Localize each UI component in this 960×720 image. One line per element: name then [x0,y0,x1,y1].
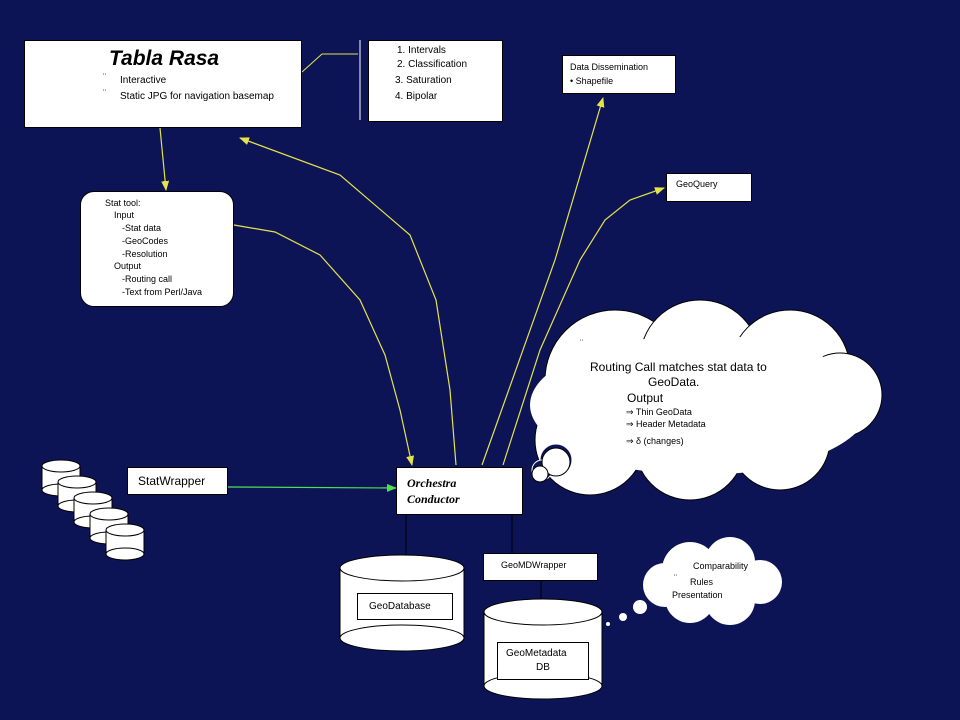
routing-out-delta: ⇒ δ (changes) [626,436,684,446]
statwrapper-box[interactable]: StatWrapper [127,467,228,495]
geomdwrapper-box[interactable]: GeoMDWrapper [483,553,598,581]
geoquery-label: GeoQuery [676,179,718,189]
routing-bullet-icon: ¨ [580,338,583,348]
data-dissemination-box[interactable]: Data Dissemination • Shapefile [562,55,676,94]
comparability-item-rules: Rules [690,577,714,587]
geometadata-label-box[interactable]: GeoMetadata DB [497,642,589,680]
comparability-item-presentation: Presentation [672,590,723,600]
routing-output-label: Output [627,391,664,405]
comparability-cloud-shape [643,537,782,625]
thought-bubble-1 [541,447,571,477]
geoquery-box[interactable]: GeoQuery [666,173,752,202]
list-item-bipolar: 4. Bipolar [395,91,438,102]
tabla-rasa-title: Tabla Rasa [109,47,220,70]
list-item-intervals: 1. Intervals [397,45,446,56]
comp-bubble-3 [606,622,610,626]
routing-cloud[interactable]: ¨ Routing Call matches stat data to GeoD… [560,330,860,460]
routing-out-thin: ⇒ Thin GeoData [626,407,692,417]
comparability-cloud[interactable]: Comparability ¨ Rules Presentation [660,555,775,605]
tabla-item-static-jpg: Static JPG for navigation basemap [120,91,274,102]
arrow-statwrapper-to-orchestra [227,483,397,492]
stattool-line-0: Stat tool: [105,198,141,208]
arrow-orchestra-to-geoquery [502,187,665,466]
stattool-line-5: Output [114,261,142,271]
stat-cylinders [41,459,145,561]
bracket-connector [301,53,358,73]
routing-line-1: Routing Call matches stat data to [590,360,767,374]
geomdwrapper-label: GeoMDWrapper [501,560,567,570]
dissemination-title: Data Dissemination [570,62,649,72]
routing-line-2: GeoData. [648,375,700,389]
orchestra-line-2: Conductor [407,492,460,506]
geodatabase-label-box[interactable]: GeoDatabase [357,593,453,620]
arrow-orchestra-to-dissemination [481,97,605,466]
arrow-tabla-to-stattool [159,127,170,191]
stat-tool-box[interactable]: Stat tool: Input -Stat data -GeoCodes -R… [80,191,234,307]
classification-list-box[interactable]: 1. Intervals 2. Classification 3. Satura… [368,40,503,122]
orchestra-conductor-box[interactable]: Orchestra Conductor [396,467,523,515]
list-item-classification: 2. Classification [397,59,468,70]
tabla-rasa-box[interactable]: Tabla Rasa ¨ Interactive ¨ Static JPG fo… [24,40,302,128]
stattool-line-7: -Text from Perl/Java [122,287,203,297]
tabla-item-interactive: Interactive [120,75,167,86]
comp-bubble-2 [619,613,627,621]
cylinder-5 [105,523,145,561]
arrow-stattool-to-orchestra [233,224,414,466]
stattool-line-3: -GeoCodes [122,236,169,246]
bullet-icon: ¨ [103,72,106,82]
stattool-line-4: -Resolution [122,249,168,259]
geometadata-line-2: DB [536,662,550,673]
stattool-line-2: -Stat data [122,223,162,233]
arrow-orchestra-to-tabla [239,137,457,466]
comparability-title: Comparability [693,561,749,571]
comp-bubble-1 [633,600,647,614]
stattool-line-6: -Routing call [122,274,173,284]
orchestra-line-1: Orchestra [407,476,457,490]
list-item-saturation: 3. Saturation [395,75,452,86]
statwrapper-label: StatWrapper [138,474,206,488]
geodatabase-label: GeoDatabase [369,601,431,612]
routing-out-header: ⇒ Header Metadata [626,419,706,429]
stattool-line-1: Input [114,210,135,220]
geometadata-line-1: GeoMetadata [506,648,567,659]
bullet-icon: ¨ [103,88,106,98]
dissemination-item-shapefile: • Shapefile [570,76,614,86]
thought-bubble-2 [531,465,549,483]
comparability-bullet-icon: ¨ [674,573,677,583]
